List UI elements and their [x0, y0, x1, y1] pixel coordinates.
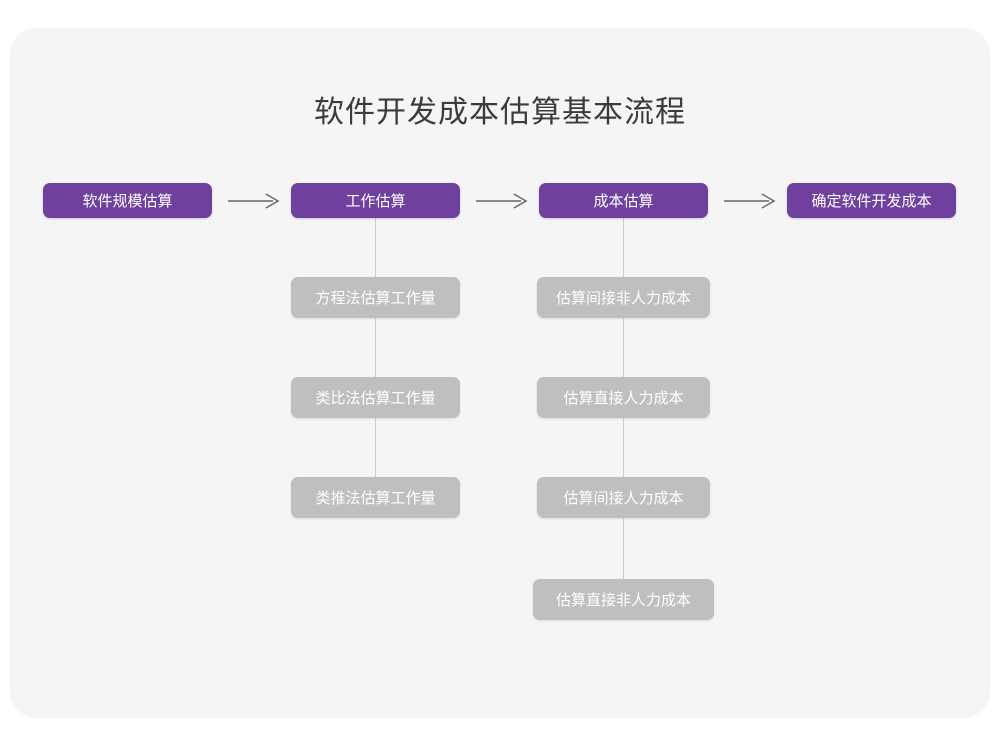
sub-step-direct-labor-cost[interactable]: 估算直接人力成本: [537, 377, 710, 418]
sub-step-analogy-method-workload[interactable]: 类比法估算工作量: [291, 377, 460, 418]
connector-line-right-4: [623, 517, 624, 579]
page-title: 软件开发成本估算基本流程: [314, 96, 686, 129]
sub-step-inference-method-workload[interactable]: 类推法估算工作量: [291, 477, 460, 518]
connector-line-left-1: [375, 217, 376, 278]
connector-line-left-2: [375, 317, 376, 378]
main-step-software-size-estimation[interactable]: 软件规模估算: [43, 183, 212, 218]
sub-step-equation-method-workload[interactable]: 方程法估算工作量: [291, 277, 460, 318]
diagram-canvas: [10, 28, 990, 718]
connector-line-left-3: [375, 417, 376, 477]
connector-line-right-3: [623, 417, 624, 477]
sub-step-direct-nonlabor-cost[interactable]: 估算直接非人力成本: [533, 579, 714, 620]
main-step-work-estimation[interactable]: 工作估算: [291, 183, 460, 218]
connector-line-right-1: [623, 217, 624, 278]
sub-step-indirect-nonlabor-cost[interactable]: 估算间接非人力成本: [537, 277, 710, 318]
connector-line-right-2: [623, 317, 624, 378]
sub-step-indirect-labor-cost[interactable]: 估算间接人力成本: [537, 477, 710, 518]
main-step-cost-estimation[interactable]: 成本估算: [539, 183, 708, 218]
main-step-determine-development-cost[interactable]: 确定软件开发成本: [787, 183, 956, 218]
